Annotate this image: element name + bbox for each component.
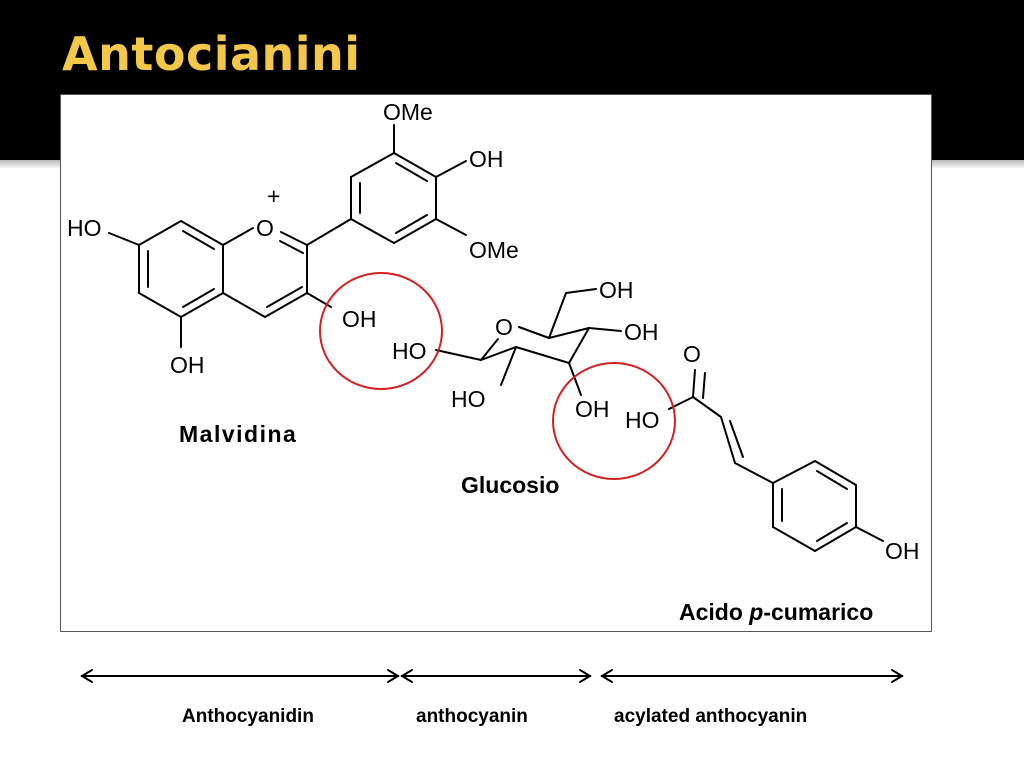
bond — [435, 349, 482, 361]
bond-double-inner — [395, 162, 428, 182]
bond — [772, 460, 816, 484]
bond — [435, 218, 467, 236]
bond — [720, 416, 736, 464]
bond — [393, 218, 437, 244]
range-arrows — [80, 669, 904, 683]
bond-double-inner — [816, 522, 848, 542]
bond — [180, 292, 224, 318]
bond — [180, 220, 224, 246]
bond-double-inner — [395, 214, 428, 234]
label-p-coumaric-acid: Acido p-cumarico — [679, 599, 874, 625]
bond-double-inner — [266, 286, 303, 308]
bond — [568, 327, 590, 364]
bond — [734, 462, 774, 484]
atom-label-ho: HO — [67, 215, 102, 241]
atom-label-pyran-oxygen: O — [495, 314, 513, 340]
bond — [222, 292, 266, 318]
bond — [692, 369, 696, 398]
label-glucose: Glucosio — [461, 472, 560, 498]
atom-label-ome: OMe — [383, 99, 433, 125]
highlight-circle — [319, 272, 443, 390]
molecule-bonds — [108, 124, 884, 552]
highlight-circle — [552, 362, 676, 480]
bond — [500, 346, 517, 386]
range-label-acylated-anthocyanin: acylated anthocyanin — [614, 706, 808, 727]
arrow-acylated-anthocyanin — [600, 669, 904, 683]
bond — [548, 292, 567, 339]
atom-label-oh: OH — [624, 319, 659, 345]
bond — [435, 160, 467, 178]
bond-double-inner — [729, 420, 744, 458]
bond — [350, 218, 395, 244]
atom-label-oh: OH — [599, 277, 634, 303]
bond — [264, 292, 308, 318]
bond-double-inner — [702, 372, 706, 399]
bond — [138, 220, 182, 246]
bond-double-inner — [279, 240, 304, 254]
bond — [855, 526, 884, 542]
positive-charge: + — [267, 183, 281, 209]
bond — [515, 346, 570, 364]
bond — [772, 526, 816, 552]
arrow-anthocyanidin — [80, 669, 400, 683]
bond — [306, 218, 352, 246]
range-label-anthocyanin: anthocyanin — [416, 706, 528, 727]
bond — [814, 526, 857, 552]
arrow-anthocyanin — [400, 669, 592, 683]
atom-label-ho: HO — [451, 386, 486, 412]
bond — [138, 292, 182, 318]
atom-label-carbonyl-oxygen: O — [683, 341, 701, 367]
atom-label-ring-oxygen: O — [256, 215, 274, 241]
bond — [108, 232, 140, 246]
atom-label-oh: OH — [885, 538, 920, 564]
atom-label-oh: OH — [170, 352, 205, 378]
atom-label-oh: OH — [469, 146, 504, 172]
bond-double-inner — [816, 470, 848, 490]
bond — [548, 327, 590, 339]
range-label-anthocyanidin: Anthocyanidin — [182, 706, 314, 727]
structure-figure: OMe OH + HO O OMe OH OH OH O OH HO HO OH… — [60, 94, 932, 632]
bond — [480, 338, 499, 361]
bond — [814, 460, 857, 486]
bond — [692, 396, 722, 418]
bond — [222, 227, 254, 246]
bond — [350, 152, 395, 178]
bond-double-inner — [182, 288, 215, 308]
label-malvidin: Malvidina — [179, 421, 298, 447]
bond — [518, 326, 550, 339]
bond — [393, 152, 437, 178]
bond — [480, 346, 517, 361]
atom-label-ome: OMe — [469, 237, 519, 263]
bond — [280, 231, 308, 246]
bond — [565, 288, 597, 294]
bond-double-inner — [182, 230, 215, 250]
bond — [588, 327, 622, 332]
slide-title: Antocianini — [62, 27, 361, 81]
